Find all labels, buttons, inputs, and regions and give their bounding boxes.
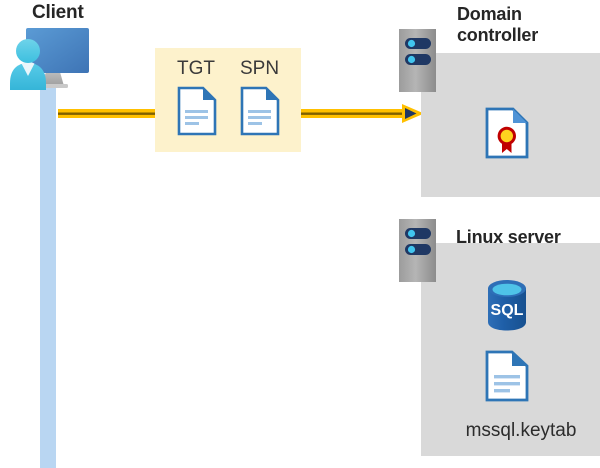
domain-controller-server-tower-icon (399, 29, 439, 100)
client-lifeline-bar (40, 74, 56, 468)
client-title: Client (32, 2, 84, 23)
token-highlight-box: TGT SPN (155, 48, 301, 152)
spn-label: SPN (240, 58, 280, 79)
client-computer-user-icon (8, 24, 100, 96)
linux-server-tower-icon (399, 219, 439, 290)
keytab-document-icon (485, 350, 529, 407)
tgt-label: TGT (177, 58, 215, 79)
tgt-document-icon (177, 86, 217, 141)
linux-server-title: Linux server (456, 227, 561, 247)
sql-database-icon: SQL (481, 278, 533, 337)
certificate-icon (485, 107, 529, 164)
linux-server-panel (421, 243, 600, 456)
domain-controller-title: Domain controller (457, 4, 539, 46)
spn-document-icon (240, 86, 280, 141)
sql-icon-text: SQL (491, 302, 524, 319)
keytab-filename-label: mssql.keytab (465, 420, 577, 441)
